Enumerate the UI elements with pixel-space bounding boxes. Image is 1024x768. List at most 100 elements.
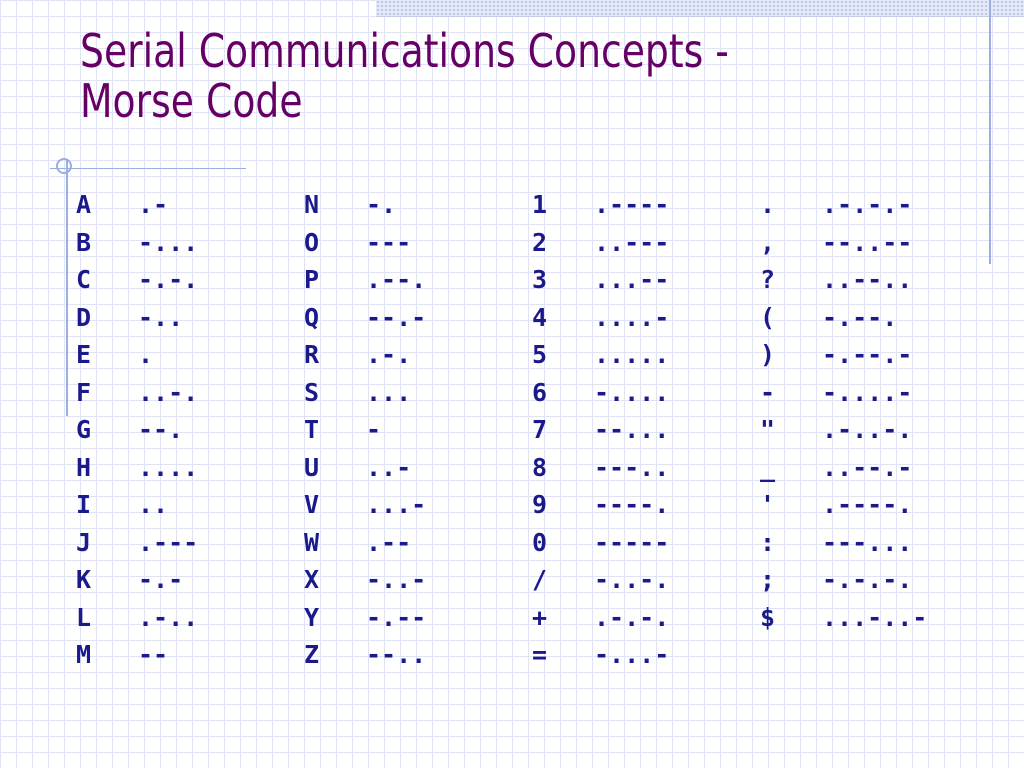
morse-code-value: -..-.	[594, 565, 670, 594]
morse-symbol: Y	[304, 602, 320, 632]
morse-symbol: )	[760, 340, 776, 369]
morse-symbol: Z	[304, 640, 320, 669]
slide-title-line-1: Serial Communications Concepts -	[80, 24, 729, 78]
morse-code-value: --.-	[366, 302, 427, 332]
morse-symbol: ?	[760, 265, 776, 294]
slide-title: Serial Communications Concepts - Morse C…	[80, 26, 818, 126]
decorative-circle-icon	[56, 158, 72, 174]
morse-symbol: (	[760, 302, 776, 332]
decorative-horizontal-line	[50, 168, 246, 169]
morse-code-value: ...--	[594, 265, 670, 294]
morse-code-value: ...-	[366, 490, 427, 519]
morse-symbol: C	[76, 265, 92, 294]
morse-code-value: -.-	[138, 565, 184, 594]
morse-code-value: ---	[366, 227, 412, 257]
morse-symbol: _	[760, 452, 776, 482]
morse-symbol: E	[76, 340, 92, 369]
morse-code-value: -.-.	[138, 265, 199, 294]
morse-symbol: K	[76, 565, 92, 594]
morse-code-value: .-..	[138, 602, 199, 632]
morse-code-value: .-.	[366, 340, 412, 369]
morse-symbol: 7	[532, 415, 548, 444]
morse-symbol: L	[76, 602, 92, 632]
morse-symbol: .	[760, 190, 776, 219]
morse-symbol: $	[760, 602, 776, 632]
morse-symbol: '	[760, 490, 776, 519]
morse-symbol: /	[532, 565, 548, 594]
morse-symbol: R	[304, 340, 320, 369]
morse-symbol: 3	[532, 265, 548, 294]
morse-symbol: V	[304, 490, 320, 519]
morse-symbol: 5	[532, 340, 548, 369]
morse-code-value: -.	[366, 190, 397, 219]
morse-symbol: 4	[532, 302, 548, 332]
decorative-vertical-line-right	[989, 0, 991, 264]
morse-code-value: .----.	[822, 490, 913, 519]
slide-title-line-2: Morse Code	[80, 74, 303, 128]
morse-symbol: S	[304, 377, 320, 407]
morse-symbol: Q	[304, 302, 320, 332]
morse-symbol: A	[76, 190, 92, 219]
morse-symbol: I	[76, 490, 92, 519]
morse-symbol: T	[304, 415, 320, 444]
morse-symbol: D	[76, 302, 92, 332]
morse-symbol: W	[304, 527, 320, 557]
morse-symbol: 0	[532, 527, 548, 557]
morse-code-value: --...	[594, 415, 670, 444]
morse-symbol: B	[76, 227, 92, 257]
morse-code-value: ...-..-	[822, 602, 928, 632]
morse-symbol: H	[76, 452, 92, 482]
morse-code-value: --.	[138, 415, 184, 444]
morse-code-value: -...-	[594, 640, 670, 669]
morse-code-value: -..-	[366, 565, 427, 594]
morse-code-value: ..---	[594, 227, 670, 257]
morse-code-value: -.--	[366, 602, 427, 632]
morse-code-value: .-.-.	[594, 602, 670, 632]
morse-symbol: 1	[532, 190, 548, 219]
morse-code-value: ..-.	[138, 377, 199, 407]
morse-symbol: "	[760, 415, 776, 444]
morse-code-value: -....-	[822, 377, 913, 407]
morse-code-value: .--	[366, 527, 412, 557]
morse-symbol: ,	[760, 227, 776, 257]
morse-symbol: P	[304, 265, 320, 294]
morse-symbol: =	[532, 640, 548, 669]
morse-code-value: ---...	[822, 527, 913, 557]
morse-code-value: ..--.-	[822, 452, 913, 482]
morse-code-value: -....	[594, 377, 670, 407]
morse-symbol: G	[76, 415, 92, 444]
morse-code-value: -----	[594, 527, 670, 557]
decorative-vertical-line-left	[66, 160, 68, 416]
morse-symbol: N	[304, 190, 320, 219]
morse-symbol: J	[76, 527, 92, 557]
morse-code-value: .--.	[366, 265, 427, 294]
morse-code-value: .-.-.-	[822, 190, 913, 219]
top-decorative-band	[376, 0, 1024, 17]
morse-code-value: ....	[138, 452, 199, 482]
morse-code-value: .	[138, 340, 154, 369]
morse-code-value: -...	[138, 227, 199, 257]
morse-code-value: ...	[366, 377, 412, 407]
morse-symbol: 6	[532, 377, 548, 407]
morse-code-value: .-..-.	[822, 415, 913, 444]
morse-code-value: --..	[366, 640, 427, 669]
morse-symbol: 9	[532, 490, 548, 519]
morse-symbol: X	[304, 565, 320, 594]
morse-code-value: --..--	[822, 227, 913, 257]
morse-code-value: ..--..	[822, 265, 913, 294]
morse-code-value: .-	[138, 190, 169, 219]
morse-code-value: .---	[138, 527, 199, 557]
morse-symbol: :	[760, 527, 776, 557]
morse-code-value: .----	[594, 190, 670, 219]
morse-code-value: -.--.	[822, 302, 898, 332]
morse-symbol: M	[76, 640, 92, 669]
morse-symbol: U	[304, 452, 320, 482]
morse-symbol: -	[760, 377, 776, 407]
morse-symbol: +	[532, 602, 548, 632]
morse-symbol: 2	[532, 227, 548, 257]
morse-symbol: 8	[532, 452, 548, 482]
morse-symbol: ;	[760, 565, 776, 594]
morse-code-value: ....-	[594, 302, 670, 332]
morse-code-value: -.-.-.	[822, 565, 913, 594]
morse-code-value: ..	[138, 490, 169, 519]
